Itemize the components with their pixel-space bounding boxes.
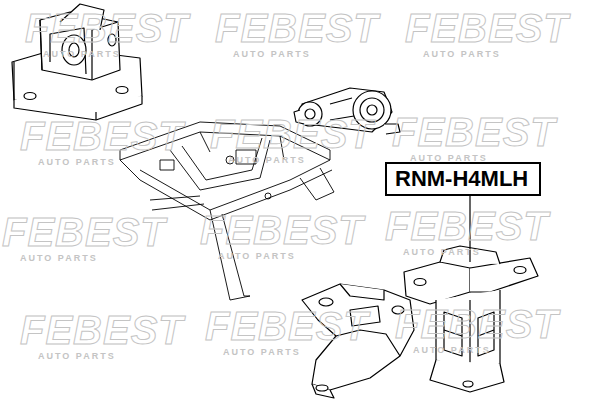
watermark-logo: FEBEST (210, 114, 374, 154)
part-number: RNM-H4MLH (395, 167, 531, 191)
watermark-subtitle: AUTO PARTS (423, 50, 501, 59)
watermark-logo: FEBEST (395, 304, 559, 344)
watermark-logo: FEBEST (20, 116, 184, 156)
watermark-logo: FEBEST (215, 8, 379, 48)
watermark-subtitle: AUTO PARTS (43, 50, 121, 59)
watermark-logo: FEBEST (392, 112, 556, 152)
watermark-logo: FEBEST (25, 8, 189, 48)
watermark-subtitle: AUTO PARTS (413, 346, 491, 355)
part-number-box: RNM-H4MLH (385, 162, 541, 196)
watermark-logo: FEBEST (205, 306, 369, 346)
watermark-logo: FEBEST (405, 8, 569, 48)
watermark-logo: FEBEST (20, 310, 184, 350)
watermark-subtitle: AUTO PARTS (38, 158, 116, 167)
watermark-logo: FEBEST (200, 210, 364, 250)
watermark-subtitle: AUTO PARTS (223, 348, 301, 357)
watermark-subtitle: AUTO PARTS (38, 352, 116, 361)
watermark-subtitle: AUTO PARTS (233, 50, 311, 59)
watermark-subtitle: AUTO PARTS (20, 254, 98, 263)
watermark-subtitle: AUTO PARTS (228, 156, 306, 165)
watermark-logo: FEBEST (2, 212, 166, 252)
watermark-subtitle: AUTO PARTS (218, 252, 296, 261)
watermark-subtitle: AUTO PARTS (403, 248, 481, 257)
watermark-logo: FEBEST (385, 206, 549, 246)
